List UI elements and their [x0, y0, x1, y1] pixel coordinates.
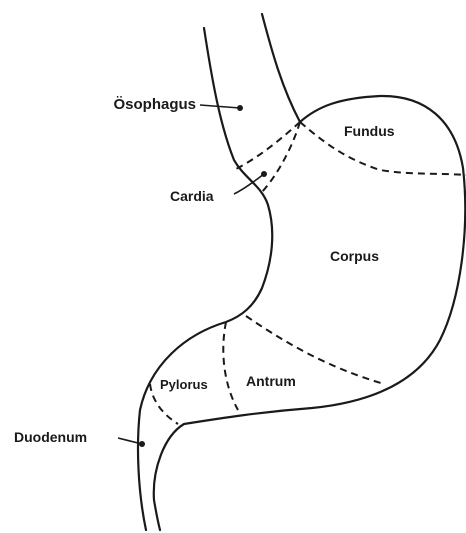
- fundus-label: Fundus: [344, 123, 395, 139]
- cardia-pointer-dot: [261, 171, 267, 177]
- corpus-label: Corpus: [330, 248, 379, 264]
- antrum-pylorus-boundary: [223, 322, 238, 410]
- antrum-label: Antrum: [246, 373, 296, 389]
- leader-lines: [118, 105, 267, 447]
- stomach-outline: [138, 14, 465, 530]
- labels: Ösophagus Fundus Cardia Corpus Antrum Py…: [14, 96, 395, 445]
- duodenum-label: Duodenum: [14, 429, 87, 445]
- duodenum-pointer-dot: [139, 441, 145, 447]
- oesophagus-label: Ösophagus: [113, 96, 196, 113]
- cardia-lower-boundary: [262, 122, 300, 192]
- greater-curvature-outline: [154, 14, 465, 530]
- cardia-label: Cardia: [170, 188, 214, 204]
- oesophagus-pointer-dot: [237, 105, 243, 111]
- pylorus-label: Pylorus: [160, 377, 208, 392]
- oesophagus-leader: [200, 105, 240, 108]
